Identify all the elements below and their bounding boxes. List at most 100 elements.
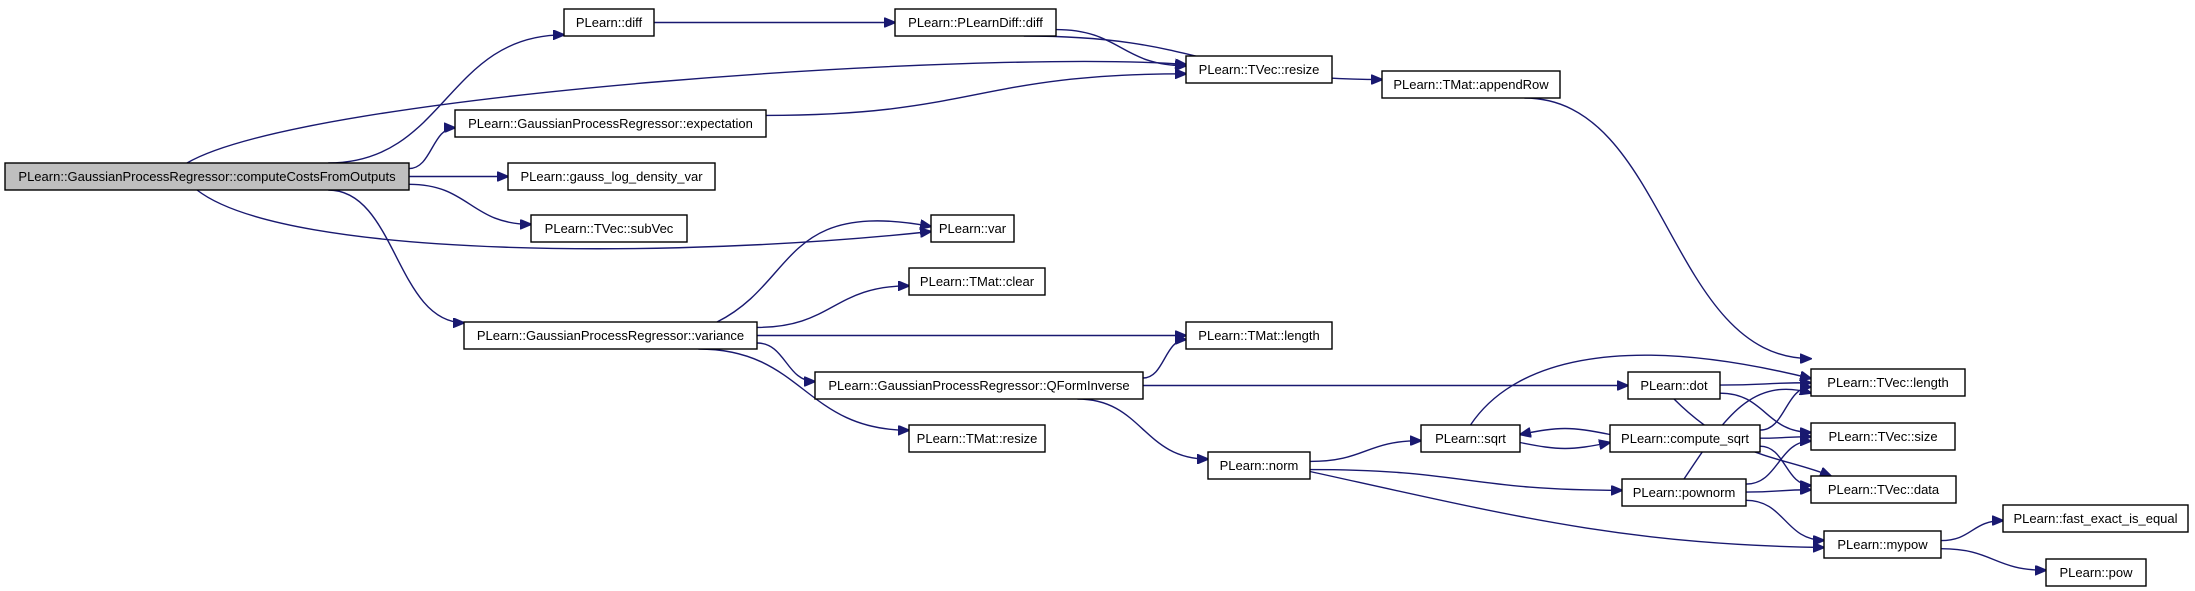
node-tvec-size[interactable]: PLearn::TVec::size — [1810, 422, 1956, 451]
node-label: PLearn::TVec::resize — [1199, 62, 1320, 77]
node-label: PLearn::GaussianProcessRegressor::QFormI… — [828, 378, 1129, 393]
edge-variance-to-tmat-resize — [698, 348, 909, 430]
edge-root-to-diff — [328, 35, 564, 164]
edge-compute-sqrt-to-sqrt — [1520, 429, 1611, 435]
edge-compute-sqrt-to-tvec-data — [1759, 445, 1811, 485]
edge-pownorm-to-tvec-length — [1683, 389, 1811, 480]
node-var[interactable]: PLearn::var — [930, 214, 1015, 243]
node-tvec-data[interactable]: PLearn::TVec::data — [1810, 475, 1957, 504]
node-pow[interactable]: PLearn::pow — [2045, 558, 2147, 587]
node-norm[interactable]: PLearn::norm — [1207, 451, 1311, 480]
node-gauss[interactable]: PLearn::gauss_log_density_var — [507, 162, 716, 191]
edge-root-to-subvec — [408, 183, 531, 224]
edge-pownorm-to-tvec-size — [1745, 441, 1811, 485]
node-pownorm[interactable]: PLearn::pownorm — [1621, 478, 1747, 507]
node-sqrt[interactable]: PLearn::sqrt — [1420, 424, 1521, 453]
node-box — [814, 371, 1144, 400]
node-box — [2002, 504, 2189, 533]
node-box — [1823, 530, 1942, 559]
edge-norm-to-pownorm — [1309, 468, 1622, 491]
node-mypow[interactable]: PLearn::mypow — [1823, 530, 1942, 559]
node-box — [4, 162, 410, 191]
edge-sqrt-to-tvec-length — [1469, 354, 1812, 426]
node-label: PLearn::TVec::data — [1828, 482, 1940, 497]
node-label: PLearn::diff — [576, 15, 643, 30]
node-box — [908, 267, 1046, 296]
node-box — [908, 424, 1046, 453]
nodes-layer: PLearn::GaussianProcessRegressor::comput… — [4, 8, 2189, 587]
node-label: PLearn::TMat::resize — [917, 431, 1038, 446]
edges-layer — [186, 23, 2046, 571]
edge-variance-to-var — [716, 221, 931, 323]
node-tmat-clear[interactable]: PLearn::TMat::clear — [908, 267, 1046, 296]
node-label: PLearn::sqrt — [1435, 431, 1506, 446]
node-label: PLearn::pownorm — [1633, 485, 1736, 500]
node-box — [1621, 478, 1747, 507]
node-box — [530, 214, 688, 243]
node-variance[interactable]: PLearn::GaussianProcessRegressor::varian… — [463, 321, 758, 350]
node-diff[interactable]: PLearn::diff — [563, 8, 655, 37]
node-box — [1810, 422, 1956, 451]
node-label: PLearn::TVec::subVec — [545, 221, 674, 236]
edge-dot-to-tvec-length — [1719, 383, 1811, 385]
node-label: PLearn::TVec::length — [1827, 375, 1948, 390]
edge-compute-sqrt-to-tvec-length — [1759, 387, 1811, 431]
edge-pownorm-to-mypow — [1745, 499, 1824, 540]
node-label: PLearn::compute_sqrt — [1621, 431, 1749, 446]
edge-qform-to-tmat-length — [1142, 340, 1186, 379]
node-tvec-resize[interactable]: PLearn::TVec::resize — [1185, 55, 1333, 84]
node-label: PLearn::TVec::size — [1828, 429, 1937, 444]
edge-norm-to-mypow — [1309, 470, 1824, 548]
node-label: PLearn::norm — [1220, 458, 1299, 473]
node-expectation[interactable]: PLearn::GaussianProcessRegressor::expect… — [454, 109, 767, 138]
node-label: PLearn::GaussianProcessRegressor::varian… — [477, 328, 744, 343]
node-label: PLearn::TMat::clear — [920, 274, 1035, 289]
node-label: PLearn::dot — [1640, 378, 1708, 393]
node-dot[interactable]: PLearn::dot — [1627, 371, 1721, 400]
node-tmat-resize[interactable]: PLearn::TMat::resize — [908, 424, 1046, 453]
node-box — [930, 214, 1015, 243]
node-label: PLearn::TMat::appendRow — [1393, 77, 1549, 92]
node-box — [1627, 371, 1721, 400]
edge-sqrt-to-compute-sqrt — [1519, 443, 1610, 449]
edge-compute-sqrt-to-tvec-size — [1759, 437, 1811, 439]
edge-root-to-variance — [328, 189, 464, 323]
node-box — [507, 162, 716, 191]
node-box — [1381, 70, 1561, 99]
node-label: PLearn::var — [939, 221, 1007, 236]
node-appendrow[interactable]: PLearn::TMat::appendRow — [1381, 70, 1561, 99]
edge-qform-to-norm — [1077, 398, 1208, 459]
edge-dot-to-tvec-size — [1719, 392, 1811, 432]
node-label: PLearn::GaussianProcessRegressor::expect… — [468, 116, 753, 131]
node-box — [894, 8, 1057, 37]
node-tvec-length[interactable]: PLearn::TVec::length — [1810, 368, 1966, 397]
node-box — [1810, 368, 1966, 397]
node-label: PLearn::gauss_log_density_var — [520, 169, 703, 184]
node-pldiff[interactable]: PLearn::PLearnDiff::diff — [894, 8, 1057, 37]
node-label: PLearn::TMat::length — [1198, 328, 1319, 343]
node-box — [454, 109, 767, 138]
node-subvec[interactable]: PLearn::TVec::subVec — [530, 214, 688, 243]
node-box — [1185, 321, 1333, 350]
node-box — [2045, 558, 2147, 587]
node-tmat-length[interactable]: PLearn::TMat::length — [1185, 321, 1333, 350]
edge-expectation-to-tvec-resize — [765, 74, 1186, 117]
edge-root-to-var — [196, 189, 931, 250]
edge-appendrow-to-tvec-length — [1524, 97, 1811, 359]
node-fast-exact[interactable]: PLearn::fast_exact_is_equal — [2002, 504, 2189, 533]
edge-mypow-to-fast-exact — [1940, 521, 2003, 542]
node-root[interactable]: PLearn::GaussianProcessRegressor::comput… — [4, 162, 410, 191]
node-label: PLearn::PLearnDiff::diff — [908, 15, 1043, 30]
edge-norm-to-sqrt — [1309, 441, 1421, 463]
edge-pownorm-to-tvec-data — [1745, 490, 1811, 492]
node-label: PLearn::fast_exact_is_equal — [2013, 511, 2177, 526]
edge-root-to-tvec-resize — [186, 62, 1186, 164]
node-compute-sqrt[interactable]: PLearn::compute_sqrt — [1609, 424, 1761, 453]
node-qform[interactable]: PLearn::GaussianProcessRegressor::QFormI… — [814, 371, 1144, 400]
node-box — [1420, 424, 1521, 453]
node-label: PLearn::pow — [2060, 565, 2134, 580]
node-box — [463, 321, 758, 350]
node-box — [1810, 475, 1957, 504]
edge-variance-to-tmat-clear — [756, 286, 909, 329]
